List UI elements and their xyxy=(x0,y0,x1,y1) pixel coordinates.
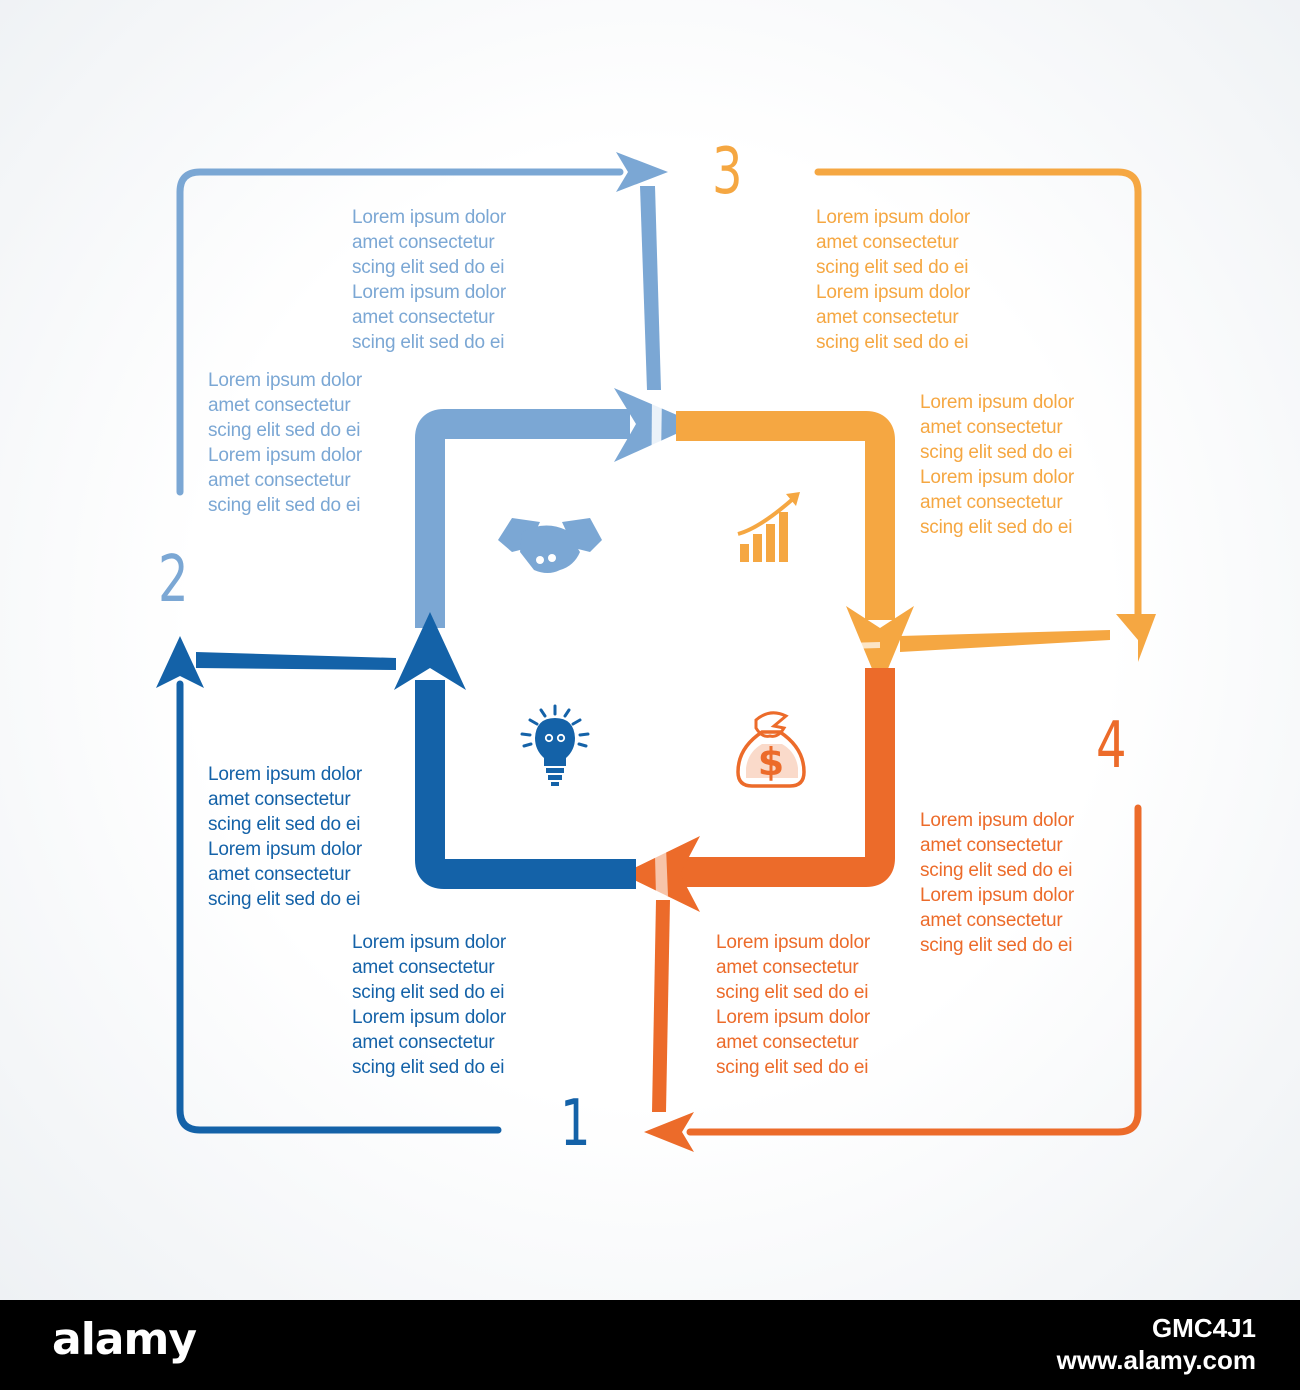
inner-arc-2 xyxy=(415,409,630,628)
separator-vertical-top xyxy=(650,394,662,650)
text-line: Lorem ipsum dolor xyxy=(716,932,870,953)
text-block-1-side: Lorem ipsum dolor amet consectetur scing… xyxy=(208,762,362,912)
divider-left xyxy=(196,652,396,670)
outer-frame-step-2 xyxy=(176,152,668,496)
text-line: Lorem ipsum dolor xyxy=(920,810,1074,831)
text-line: Lorem ipsum dolor xyxy=(352,1007,506,1028)
text-line: scing elit sed do ei xyxy=(352,982,505,1003)
text-line: scing elit sed do ei xyxy=(920,442,1073,463)
text-line: scing elit sed do ei xyxy=(816,332,969,353)
text-block-4-side: Lorem ipsum dolor amet consectetur scing… xyxy=(920,808,1074,958)
text-line: Lorem ipsum dolor xyxy=(816,282,970,303)
text-line: scing elit sed do ei xyxy=(816,257,969,278)
text-line: Lorem ipsum dolor xyxy=(352,282,506,303)
inner-arrowhead-1 xyxy=(394,612,466,690)
text-line: amet consectetur xyxy=(716,1032,859,1053)
text-line: scing elit sed do ei xyxy=(920,860,1073,881)
text-line: scing elit sed do ei xyxy=(920,517,1073,538)
step-number-3: 3 xyxy=(712,135,743,209)
text-line: scing elit sed do ei xyxy=(352,257,505,278)
text-line: amet consectetur xyxy=(920,910,1063,931)
inner-arc-4 xyxy=(676,668,895,887)
text-line: amet consectetur xyxy=(920,492,1063,513)
money-bag-icon: $ xyxy=(736,711,806,788)
outer-frame-step-4 xyxy=(644,804,1142,1152)
text-line: Lorem ipsum dolor xyxy=(208,839,362,860)
text-line: Lorem ipsum dolor xyxy=(208,445,362,466)
diagram-canvas: $ 2 3 4 1 Lorem ipsum dolor amet consect… xyxy=(0,0,1300,1300)
lightbulb-icon xyxy=(520,704,590,786)
text-line: Lorem ipsum dolor xyxy=(920,885,1074,906)
text-line: amet consectetur xyxy=(920,835,1063,856)
text-line: amet consectetur xyxy=(920,417,1063,438)
inner-arc-3 xyxy=(676,411,895,620)
handshake-icon xyxy=(498,518,602,573)
step-number-1: 1 xyxy=(560,1087,591,1161)
text-line: scing elit sed do ei xyxy=(208,889,361,910)
divider-bottom-right xyxy=(652,900,670,1112)
step-number-2: 2 xyxy=(158,543,189,617)
text-block-1-bottom: Lorem ipsum dolor amet consectetur scing… xyxy=(352,930,506,1080)
text-line: scing elit sed do ei xyxy=(716,982,869,1003)
text-line: Lorem ipsum dolor xyxy=(352,207,506,228)
outer-frame-line-4 xyxy=(686,804,1142,1136)
text-line: scing elit sed do ei xyxy=(352,332,505,353)
outer-arrowhead-3 xyxy=(1116,614,1156,662)
separator-horizontal xyxy=(460,642,880,660)
text-line: Lorem ipsum dolor xyxy=(716,1007,870,1028)
text-line: scing elit sed do ei xyxy=(352,1057,505,1078)
separator-vertical-bottom xyxy=(650,650,668,896)
text-line: amet consectetur xyxy=(208,864,351,885)
text-line: Lorem ipsum dolor xyxy=(352,932,506,953)
text-line: scing elit sed do ei xyxy=(208,420,361,441)
text-line: scing elit sed do ei xyxy=(920,935,1073,956)
text-line: scing elit sed do ei xyxy=(716,1057,869,1078)
text-block-3-top: Lorem ipsum dolor amet consectetur scing… xyxy=(816,205,970,355)
inner-ring xyxy=(394,388,914,912)
cycle-diagram: $ xyxy=(156,152,1156,1152)
text-block-3-side: Lorem ipsum dolor amet consectetur scing… xyxy=(920,390,1074,540)
text-line: scing elit sed do ei xyxy=(208,814,361,835)
text-line: amet consectetur xyxy=(816,232,959,253)
text-line: amet consectetur xyxy=(716,957,859,978)
brand-logo: alamy xyxy=(52,1314,197,1365)
outer-frame-line-3 xyxy=(814,168,1142,622)
dollar-sign: $ xyxy=(758,740,784,784)
inner-arc-1 xyxy=(415,680,636,889)
text-block-4-bottom: Lorem ipsum dolor amet consectetur scing… xyxy=(716,930,870,1080)
image-id-block: GMC4J1 www.alamy.com xyxy=(1057,1312,1256,1376)
site-url: www.alamy.com xyxy=(1056,1345,1256,1375)
text-block-2-top: Lorem ipsum dolor amet consectetur scing… xyxy=(352,205,506,355)
divider-top-left xyxy=(640,186,661,390)
text-line: amet consectetur xyxy=(352,232,495,253)
text-line: amet consectetur xyxy=(352,957,495,978)
growth-chart-icon xyxy=(737,492,800,562)
text-line: Lorem ipsum dolor xyxy=(920,392,1074,413)
text-line: amet consectetur xyxy=(816,307,959,328)
text-line: scing elit sed do ei xyxy=(208,495,361,516)
outer-arrowhead-4 xyxy=(644,1112,694,1152)
outer-frame-line-2 xyxy=(176,168,624,496)
outer-frame-step-1 xyxy=(156,636,502,1134)
step-number-4: 4 xyxy=(1096,709,1127,783)
text-line: amet consectetur xyxy=(208,470,351,491)
text-line: Lorem ipsum dolor xyxy=(816,207,970,228)
text-line: amet consectetur xyxy=(208,789,351,810)
outer-arrowhead-1 xyxy=(156,636,204,688)
text-line: amet consectetur xyxy=(352,1032,495,1053)
text-line: Lorem ipsum dolor xyxy=(208,764,362,785)
text-line: Lorem ipsum dolor xyxy=(208,370,362,391)
watermark-footer: alamy GMC4J1 www.alamy.com xyxy=(0,1300,1300,1390)
image-id: GMC4J1 xyxy=(1151,1313,1256,1343)
outer-frame-line-1 xyxy=(176,680,502,1134)
divider-right xyxy=(900,630,1110,652)
outer-arrowhead-2 xyxy=(616,152,668,192)
text-block-2-side: Lorem ipsum dolor amet consectetur scing… xyxy=(208,368,362,518)
outer-frame-step-3 xyxy=(814,168,1156,662)
text-line: amet consectetur xyxy=(208,395,351,416)
text-line: Lorem ipsum dolor xyxy=(920,467,1074,488)
text-line: amet consectetur xyxy=(352,307,495,328)
